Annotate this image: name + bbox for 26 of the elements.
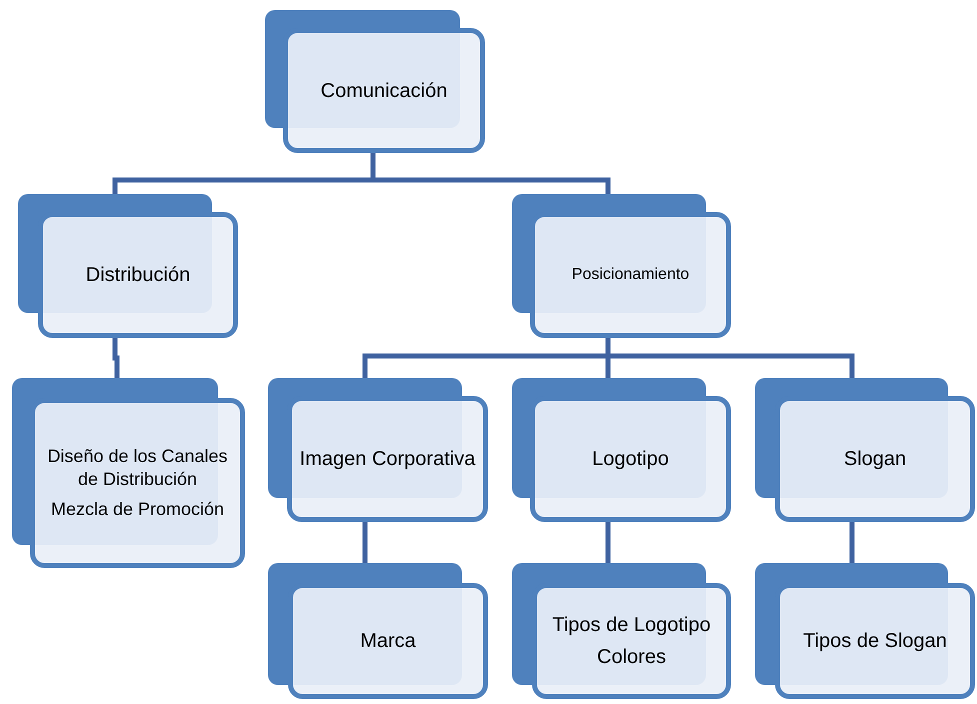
box-label: Marca xyxy=(360,629,416,654)
org-chart-box xyxy=(512,194,731,338)
org-chart-box xyxy=(755,563,975,699)
box-label: Comunicación xyxy=(320,78,448,104)
box-label: Distribución xyxy=(86,263,190,288)
box-label: Tipos de Slogan xyxy=(803,629,947,654)
connector-line xyxy=(112,338,120,378)
box-label: Tipos de Logotipo xyxy=(552,613,711,638)
box-label: Posicionamiento xyxy=(572,264,690,285)
connector-line xyxy=(850,522,854,563)
box-label: Slogan xyxy=(844,447,906,472)
box-label: Logotipo xyxy=(592,447,669,472)
box-label: Mezcla de Promoción xyxy=(50,498,224,521)
connector-line xyxy=(362,522,368,563)
org-chart-box xyxy=(512,563,731,699)
org-chart-box xyxy=(18,194,238,338)
org-chart-box xyxy=(265,10,485,153)
org-chart-box xyxy=(268,563,488,699)
org-chart-box xyxy=(12,378,245,568)
box-label: Colores xyxy=(597,645,666,670)
org-chart-box xyxy=(512,378,731,522)
org-chart-box xyxy=(268,378,488,522)
connector-line xyxy=(606,522,610,563)
org-chart-box xyxy=(755,378,975,522)
box-label: Imagen Corporativa xyxy=(300,447,476,472)
box-label: Diseño de los Canales de Distribución xyxy=(46,444,229,492)
